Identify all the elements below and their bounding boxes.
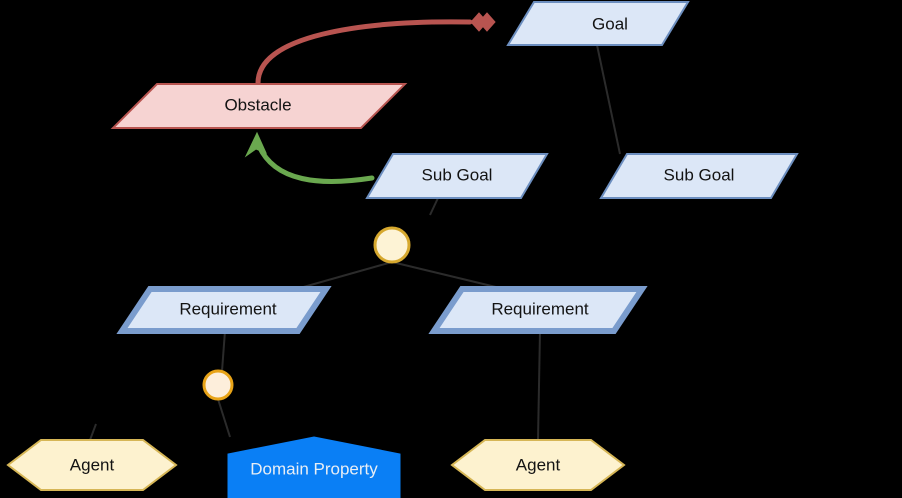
stub-agent-left-up xyxy=(89,423,97,441)
node-requirement-left[interactable]: Requirement xyxy=(116,286,332,334)
requirement-left-parallelogram[interactable] xyxy=(116,286,332,334)
requirement-right-label: Requirement xyxy=(491,299,589,318)
refinement-lower-circle[interactable] xyxy=(202,369,234,401)
sub-goal-left-label: Sub Goal xyxy=(422,165,493,184)
agent-left-label: Agent xyxy=(70,455,115,474)
node-refinement-upper[interactable] xyxy=(373,226,411,264)
obstruction-link-path[interactable] xyxy=(255,19,473,86)
refinement-upper-circle[interactable] xyxy=(373,226,411,264)
resolution-link-path[interactable] xyxy=(256,143,375,184)
node-goal[interactable]: Goal xyxy=(506,0,690,46)
sub-goal-right-label: Sub Goal xyxy=(664,165,735,184)
node-sub-goal-right[interactable]: Sub Goal xyxy=(599,153,799,199)
requirement-left-label: Requirement xyxy=(179,299,277,318)
obstruction-link[interactable] xyxy=(255,12,496,86)
node-sub-goal-left[interactable]: Sub Goal xyxy=(365,153,549,199)
stub-req-left-down xyxy=(221,330,226,372)
agent-right-hexagon[interactable] xyxy=(450,439,626,491)
domain-property-label: Domain Property xyxy=(250,459,378,478)
stub-subgoal-left-down xyxy=(429,197,439,216)
node-requirement-right[interactable]: Requirement xyxy=(428,286,648,334)
goal-parallelogram[interactable] xyxy=(506,0,690,46)
obstruction-marker-diamond-b xyxy=(470,12,488,32)
node-agent-left[interactable]: Agent xyxy=(6,439,178,491)
obstacle-label: Obstacle xyxy=(224,95,291,114)
domain-property-pentagon[interactable] xyxy=(227,436,401,498)
resolution-link[interactable] xyxy=(244,131,375,184)
requirement-right-parallelogram[interactable] xyxy=(428,286,648,334)
agent-right-label: Agent xyxy=(516,455,561,474)
goal-label: Goal xyxy=(592,14,628,33)
node-domain-property[interactable]: Domain Property xyxy=(227,436,401,498)
node-agent-right[interactable]: Agent xyxy=(450,439,626,491)
obstacle-parallelogram[interactable] xyxy=(110,83,408,129)
stub-refine-to-req-right xyxy=(391,261,501,289)
stub-refine-to-req-left xyxy=(299,261,393,289)
resolution-arrowhead-icon xyxy=(244,131,267,158)
sub-goal-right-parallelogram[interactable] xyxy=(599,153,799,199)
stub-req-right-to-agent xyxy=(537,330,541,441)
sub-goal-left-parallelogram[interactable] xyxy=(365,153,549,199)
node-obstacle[interactable]: Obstacle xyxy=(110,83,408,129)
connector-stubs xyxy=(89,44,621,441)
stub-goal-to-subgoal-right xyxy=(596,44,621,155)
node-refinement-lower[interactable] xyxy=(202,369,234,401)
stub-refine-lower-down xyxy=(217,398,231,438)
agent-left-hexagon[interactable] xyxy=(6,439,178,491)
